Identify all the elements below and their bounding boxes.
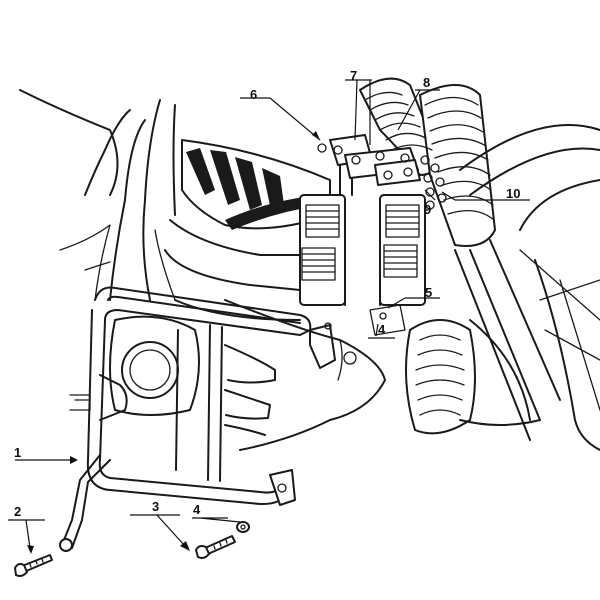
callout-4-lower: 4 <box>193 502 201 517</box>
callout-1: 1 <box>14 445 21 460</box>
callout-8: 8 <box>423 75 430 90</box>
callout-7: 7 <box>350 68 357 83</box>
callout-9: 9 <box>424 202 431 217</box>
upper-brackets <box>317 134 447 210</box>
callouts: 1 2 3 4 4 5 6 7 8 9 10 <box>14 68 520 519</box>
leader-lines <box>8 79 530 554</box>
headlight <box>109 315 200 416</box>
bolt-cluster <box>420 155 447 210</box>
washer-4 <box>236 521 250 533</box>
callout-5: 5 <box>425 285 432 300</box>
radiator-grille-right <box>383 204 420 278</box>
bolt-2 <box>14 554 53 577</box>
lower-engine <box>224 299 406 451</box>
crash-bar <box>59 286 312 552</box>
bolt-3 <box>195 535 236 559</box>
engine-body <box>154 139 426 321</box>
callout-4-upper: 4 <box>378 322 386 337</box>
fairing-frame <box>19 89 176 301</box>
callout-2: 2 <box>14 504 21 519</box>
callout-3: 3 <box>152 499 159 514</box>
radiator-grille-left <box>301 204 340 281</box>
callout-10: 10 <box>506 186 520 201</box>
tank-stripes <box>181 139 331 230</box>
callout-6: 6 <box>250 87 257 102</box>
front-wheel <box>405 124 600 451</box>
